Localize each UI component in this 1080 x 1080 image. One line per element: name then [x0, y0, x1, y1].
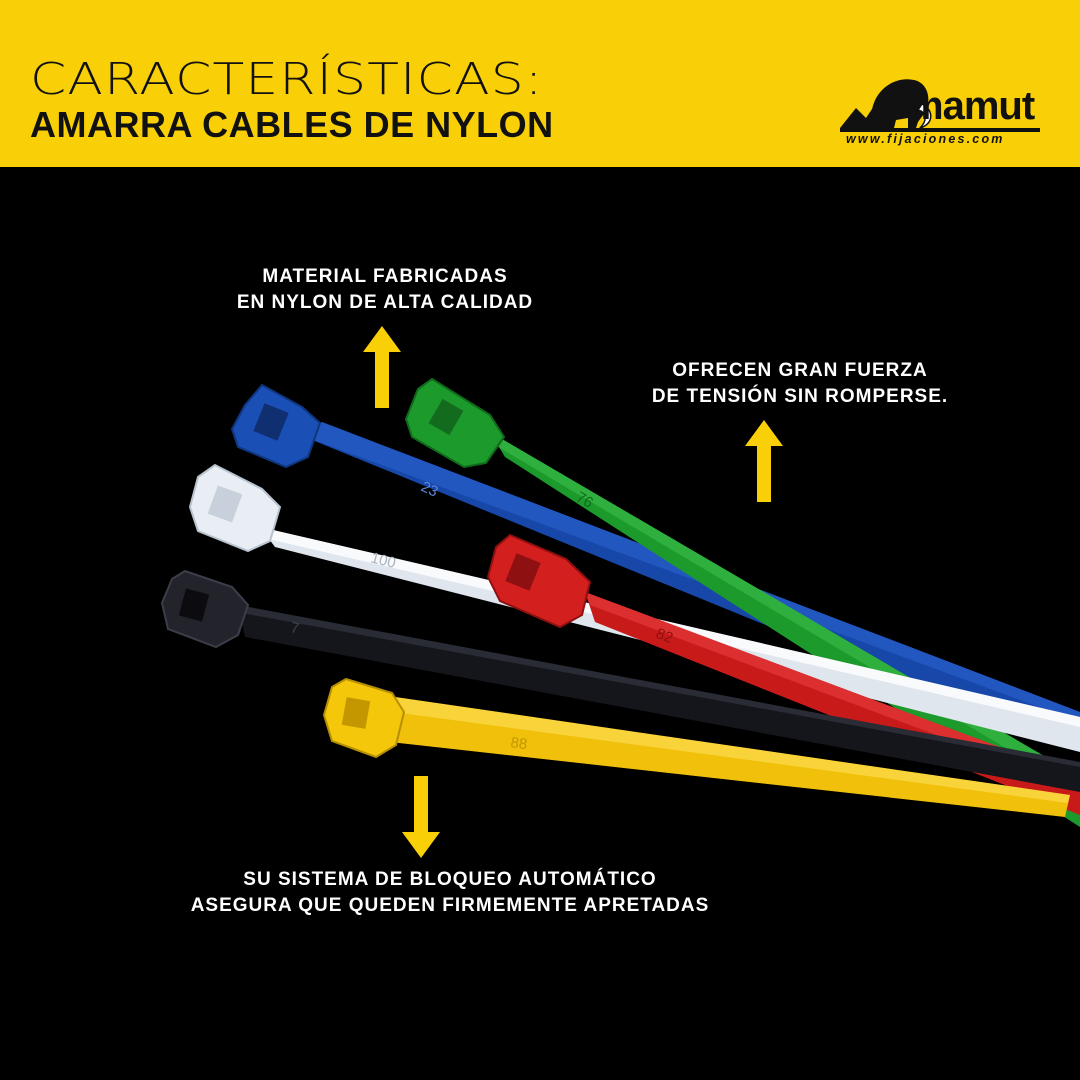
svg-text:82: 82 [654, 625, 676, 647]
callout-material: MATERIAL FABRICADAS EN NYLON DE ALTA CAL… [205, 264, 565, 316]
callout-lock: SU SISTEMA DE BLOQUEO AUTOMÁTICO ASEGURA… [150, 867, 750, 919]
header-banner: CARACTERÍSTICAS: AMARRA CABLES DE NYLON … [0, 0, 1080, 167]
svg-text:76: 76 [573, 489, 596, 512]
page-title: CARACTERÍSTICAS: [30, 54, 544, 105]
mamut-logo: mamut www.fijaciones.com [838, 70, 1043, 152]
brand-url: www.fijaciones.com [846, 132, 1005, 146]
arrow-down-icon [402, 776, 440, 858]
callout-tension: OFRECEN GRAN FUERZA DE TENSIÓN SIN ROMPE… [620, 358, 980, 410]
callout-lock-line1: SU SISTEMA DE BLOQUEO AUTOMÁTICO [243, 869, 657, 890]
svg-text:7: 7 [289, 619, 300, 637]
svg-text:88: 88 [509, 734, 528, 753]
callout-material-line1: MATERIAL FABRICADAS [262, 266, 508, 287]
cable-tie-black: 7 [160, 569, 1080, 792]
callout-tension-line2: DE TENSIÓN SIN ROMPERSE. [651, 386, 949, 407]
cable-tie-yellow: 88 [322, 677, 1070, 817]
svg-text:100: 100 [369, 549, 397, 572]
callout-tension-line1: OFRECEN GRAN FUERZA [672, 360, 928, 381]
callout-material-line2: EN NYLON DE ALTA CALIDAD [236, 292, 534, 313]
arrow-up-icon [745, 420, 783, 502]
page-subtitle: AMARRA CABLES DE NYLON [30, 104, 554, 145]
arrow-up-icon [363, 326, 401, 408]
brand-name: mamut [908, 84, 1035, 128]
cable-ties-photo: 23 76 100 82 7 88 [160, 377, 1080, 827]
svg-text:23: 23 [418, 478, 440, 500]
mammoth-icon [840, 79, 1040, 132]
callout-lock-line2: ASEGURA QUE QUEDEN FIRMEMENTE APRETADAS [190, 895, 710, 916]
